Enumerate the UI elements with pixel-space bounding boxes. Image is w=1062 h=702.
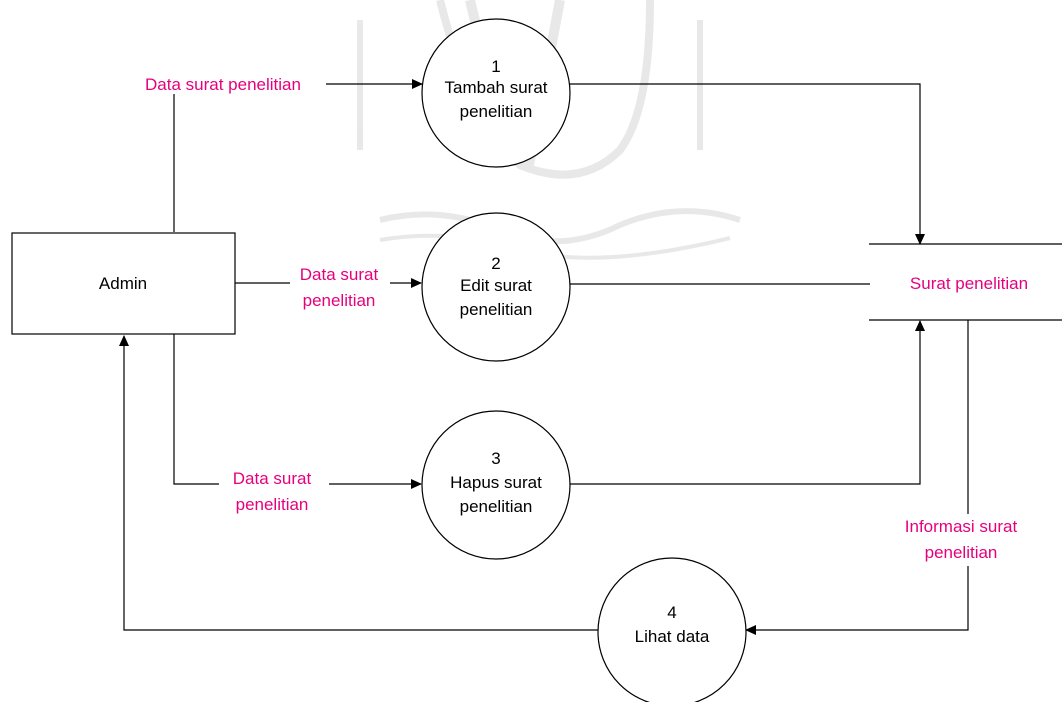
process-3-number: 3	[491, 449, 500, 468]
admin-entity-label: Admin	[99, 274, 147, 293]
flow-label-3-line-2: penelitian	[236, 495, 309, 514]
flow-label-2-line-2: penelitian	[303, 291, 376, 310]
process-4-number: 4	[667, 603, 676, 622]
process-2: 2 Edit surat penelitian	[421, 212, 571, 362]
datastore-label: Surat penelitian	[910, 274, 1028, 293]
flow-line-3	[173, 334, 422, 489]
flow-label-4-line-2: penelitian	[925, 543, 998, 562]
flow-line-4-to-admin	[119, 335, 598, 631]
process-3-line-2: penelitian	[460, 497, 533, 516]
flow-line-1	[173, 79, 423, 232]
process-4-line-1: Lihat data	[635, 627, 710, 646]
flow-line-3-to-store	[569, 320, 925, 485]
process-2-line-2: penelitian	[460, 300, 533, 319]
process-4: 4 Lihat data	[597, 557, 747, 702]
flow-label-4-line-1: Informasi surat	[905, 517, 1018, 536]
flow-label-1: Data surat penelitian	[145, 75, 301, 94]
process-1-line-1: Tambah surat	[445, 78, 548, 97]
process-1: 1 Tambah surat penelitian	[421, 18, 571, 168]
datastore: Surat penelitian	[869, 243, 1062, 321]
flow-line-1-to-store	[569, 83, 925, 245]
process-1-line-2: penelitian	[460, 102, 533, 121]
process-3: 3 Hapus surat penelitian	[421, 410, 571, 560]
process-3-line-1: Hapus surat	[450, 473, 542, 492]
flow-lines	[119, 79, 969, 635]
process-2-line-1: Edit surat	[460, 276, 532, 295]
flow-label-3-line-1: Data surat	[233, 469, 312, 488]
process-2-number: 2	[491, 254, 500, 273]
process-1-number: 1	[491, 57, 500, 76]
flow-label-2-line-1: Data surat	[300, 265, 379, 284]
flow-line-store-to-4	[745, 320, 969, 635]
admin-entity-box	[11, 232, 236, 335]
